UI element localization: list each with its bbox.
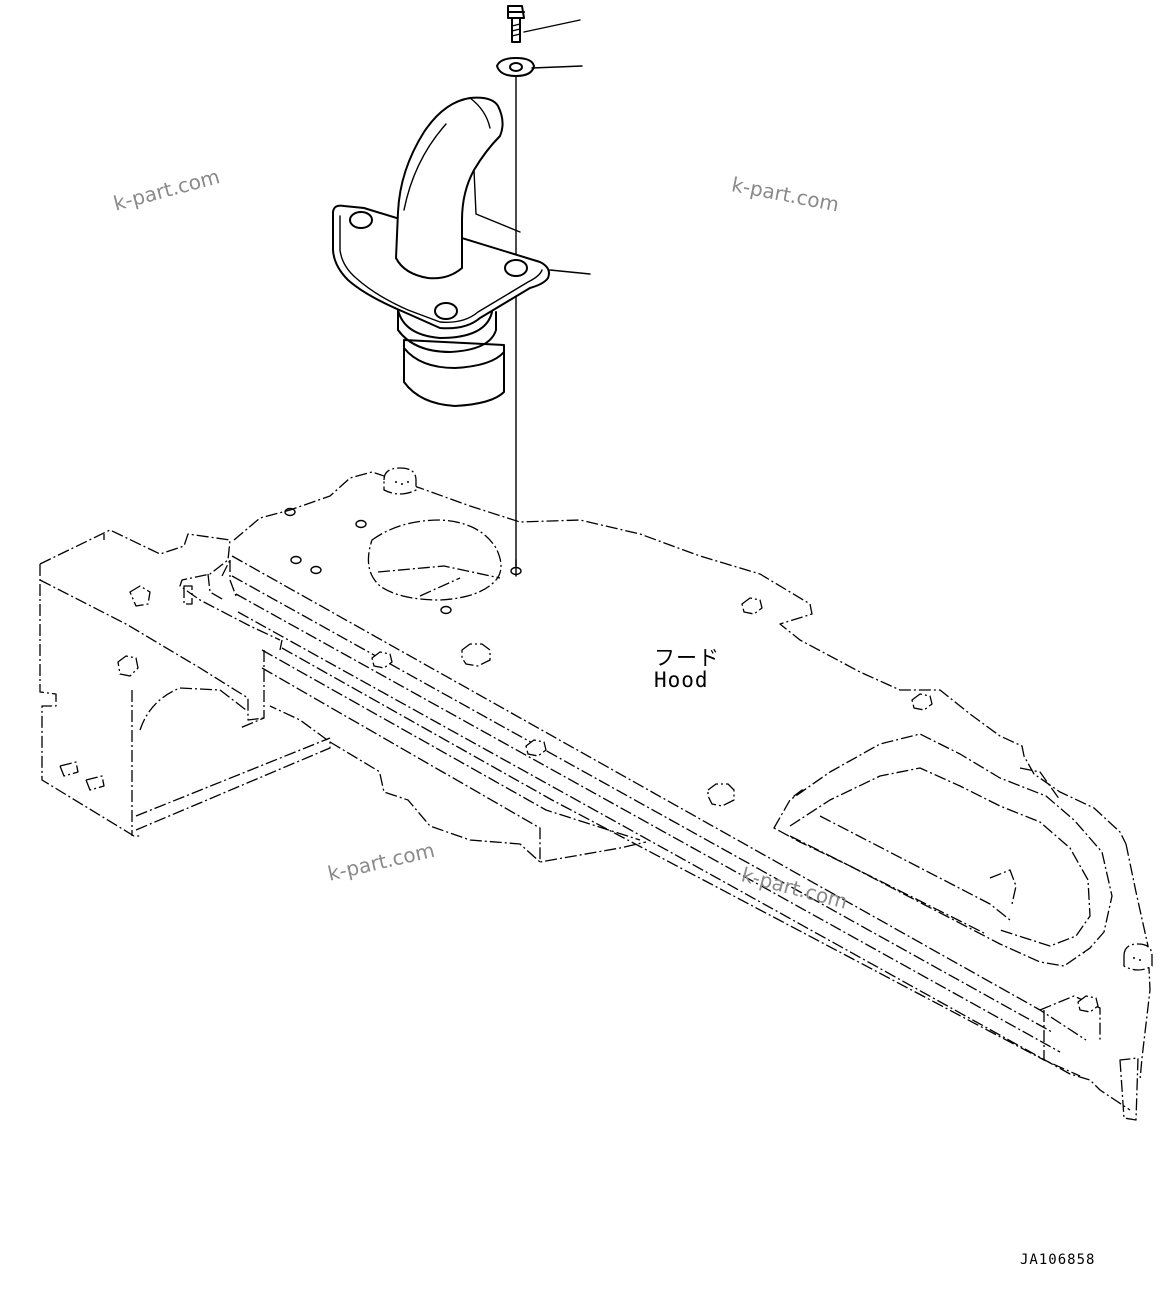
exhaust-opening	[367, 519, 502, 601]
washer-part	[496, 57, 535, 77]
leader-lines	[515, 19, 591, 567]
dome-bolt-1	[383, 467, 417, 495]
raised-cover	[773, 733, 1113, 967]
dome-bolt-2	[1123, 943, 1153, 971]
exhaust-pipe-part	[332, 96, 550, 407]
bolt-part	[507, 5, 525, 43]
drawing-code: JA106858	[1020, 1252, 1096, 1268]
hood-details	[59, 467, 1153, 1013]
frame-studs	[59, 585, 193, 791]
hood-frame	[39, 471, 1151, 1121]
hood-label-japanese: フード	[654, 646, 720, 670]
pipe-leader	[549, 269, 591, 275]
hood-label-english: Hood	[654, 668, 709, 692]
washer-leader	[531, 65, 583, 69]
bolt-leader	[523, 19, 581, 33]
